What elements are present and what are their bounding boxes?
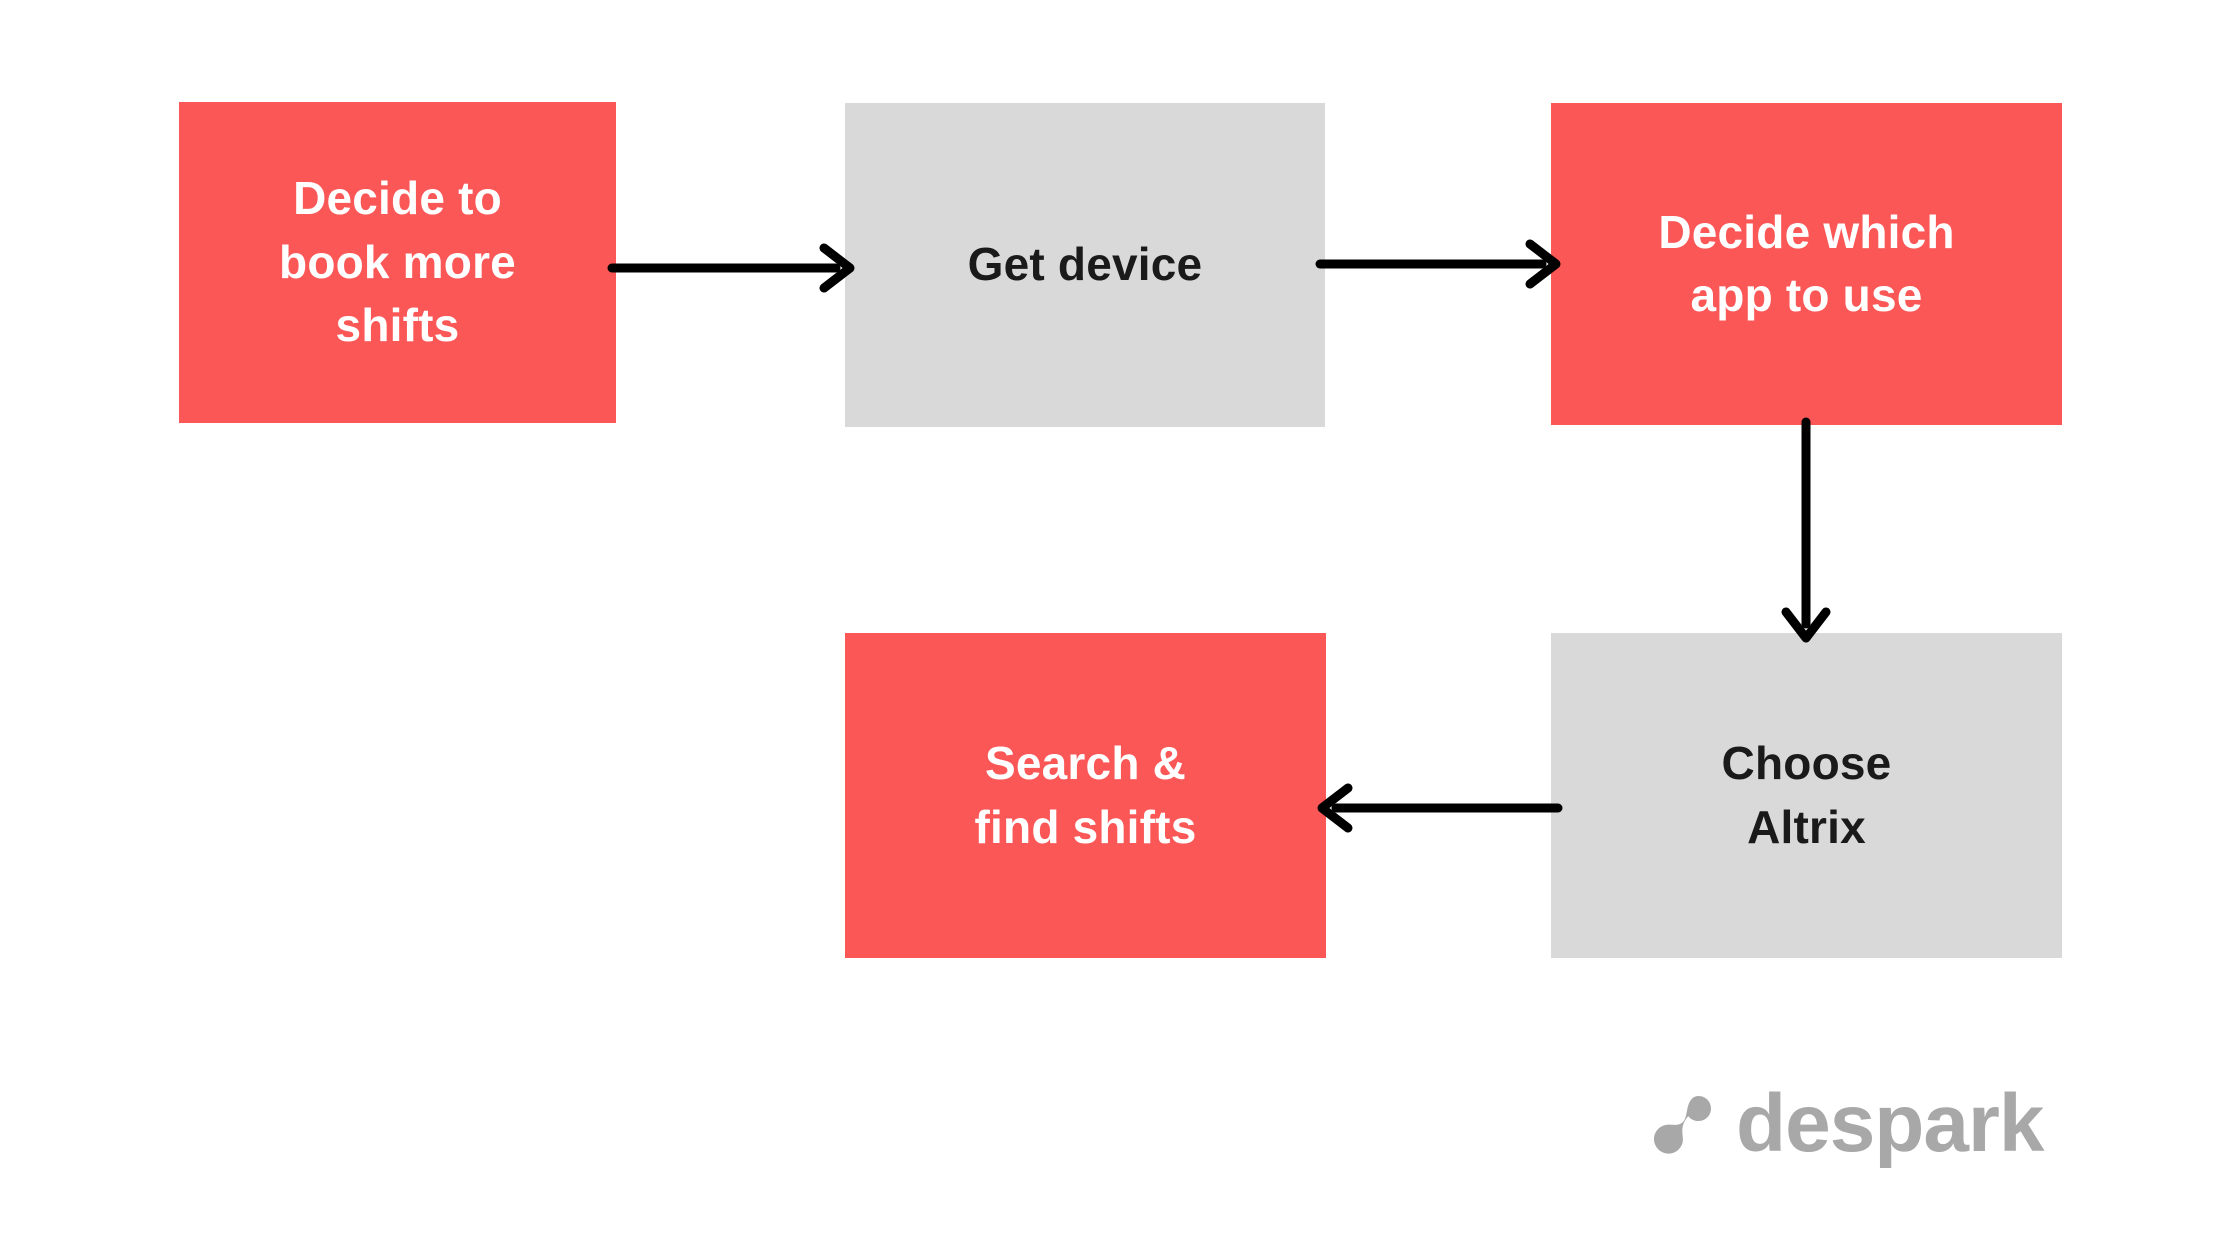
- flow-node-get-device: Get device: [845, 103, 1325, 427]
- flow-node-decide-app: Decide which app to use: [1551, 103, 2062, 425]
- arrow-left-icon-altrix-to-search: [1317, 783, 1563, 833]
- flow-node-label: Decide which app to use: [1658, 205, 1955, 321]
- brand-name: despark: [1736, 1078, 2045, 1169]
- flow-node-decide-book: Decide to book more shifts: [179, 102, 616, 423]
- flow-node-choose-altrix: Choose Altrix: [1551, 633, 2062, 958]
- flow-node-label: Decide to book more shifts: [279, 172, 516, 352]
- flow-node-label: Search & find shifts: [974, 737, 1197, 853]
- brand-logo: despark: [1652, 1074, 2072, 1174]
- flow-node-search-find: Search & find shifts: [845, 633, 1326, 958]
- arrow-down-icon-app-to-altrix: [1781, 417, 1831, 643]
- flow-node-label: Get device: [967, 238, 1203, 291]
- flow-node-label: Choose Altrix: [1721, 737, 1892, 853]
- arrow-right-icon-device-to-app: [1315, 239, 1561, 289]
- arrow-right-icon-decide-to-device: [607, 243, 855, 293]
- spark-dot-icon: [1653, 1096, 1711, 1154]
